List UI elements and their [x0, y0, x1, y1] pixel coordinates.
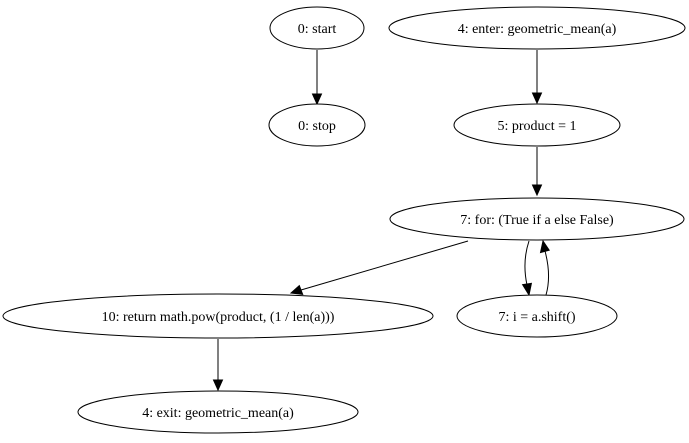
node-start: 0: start	[269, 6, 365, 50]
node-product: 5: product = 1	[453, 103, 621, 147]
node-exit: 4: exit: geometric_mean(a)	[77, 390, 359, 434]
edge-start-to-stop	[311, 50, 323, 106]
node-shift: 7: i = a.shift()	[456, 294, 618, 338]
edge-product-to-for	[531, 147, 543, 197]
node-product-label: 5: product = 1	[497, 119, 576, 134]
node-exit-label: 4: exit: geometric_mean(a)	[142, 406, 294, 421]
edge-return-to-exit	[212, 339, 224, 392]
nodes: 0: start 0: stop 4: enter: geometric_mea…	[2, 6, 686, 434]
node-start-label: 0: start	[298, 22, 337, 37]
edge-shift-to-for	[539, 239, 551, 296]
node-shift-label: 7: i = a.shift()	[498, 310, 575, 325]
node-stop: 0: stop	[268, 103, 366, 147]
node-enter-label: 4: enter: geometric_mean(a)	[458, 22, 617, 37]
node-return-label: 10: return math.pow(product, (1 / len(a)…	[102, 310, 335, 325]
node-return: 10: return math.pow(product, (1 / len(a)…	[2, 293, 434, 339]
node-for-label: 7: for: (True if a else False)	[460, 213, 614, 228]
node-stop-label: 0: stop	[298, 119, 336, 134]
edge-for-to-return	[289, 240, 469, 295]
edges	[212, 50, 551, 392]
node-for: 7: for: (True if a else False)	[389, 197, 685, 241]
edge-for-to-shift	[521, 240, 533, 297]
node-enter: 4: enter: geometric_mean(a)	[388, 6, 686, 50]
edge-enter-to-product	[531, 50, 543, 105]
